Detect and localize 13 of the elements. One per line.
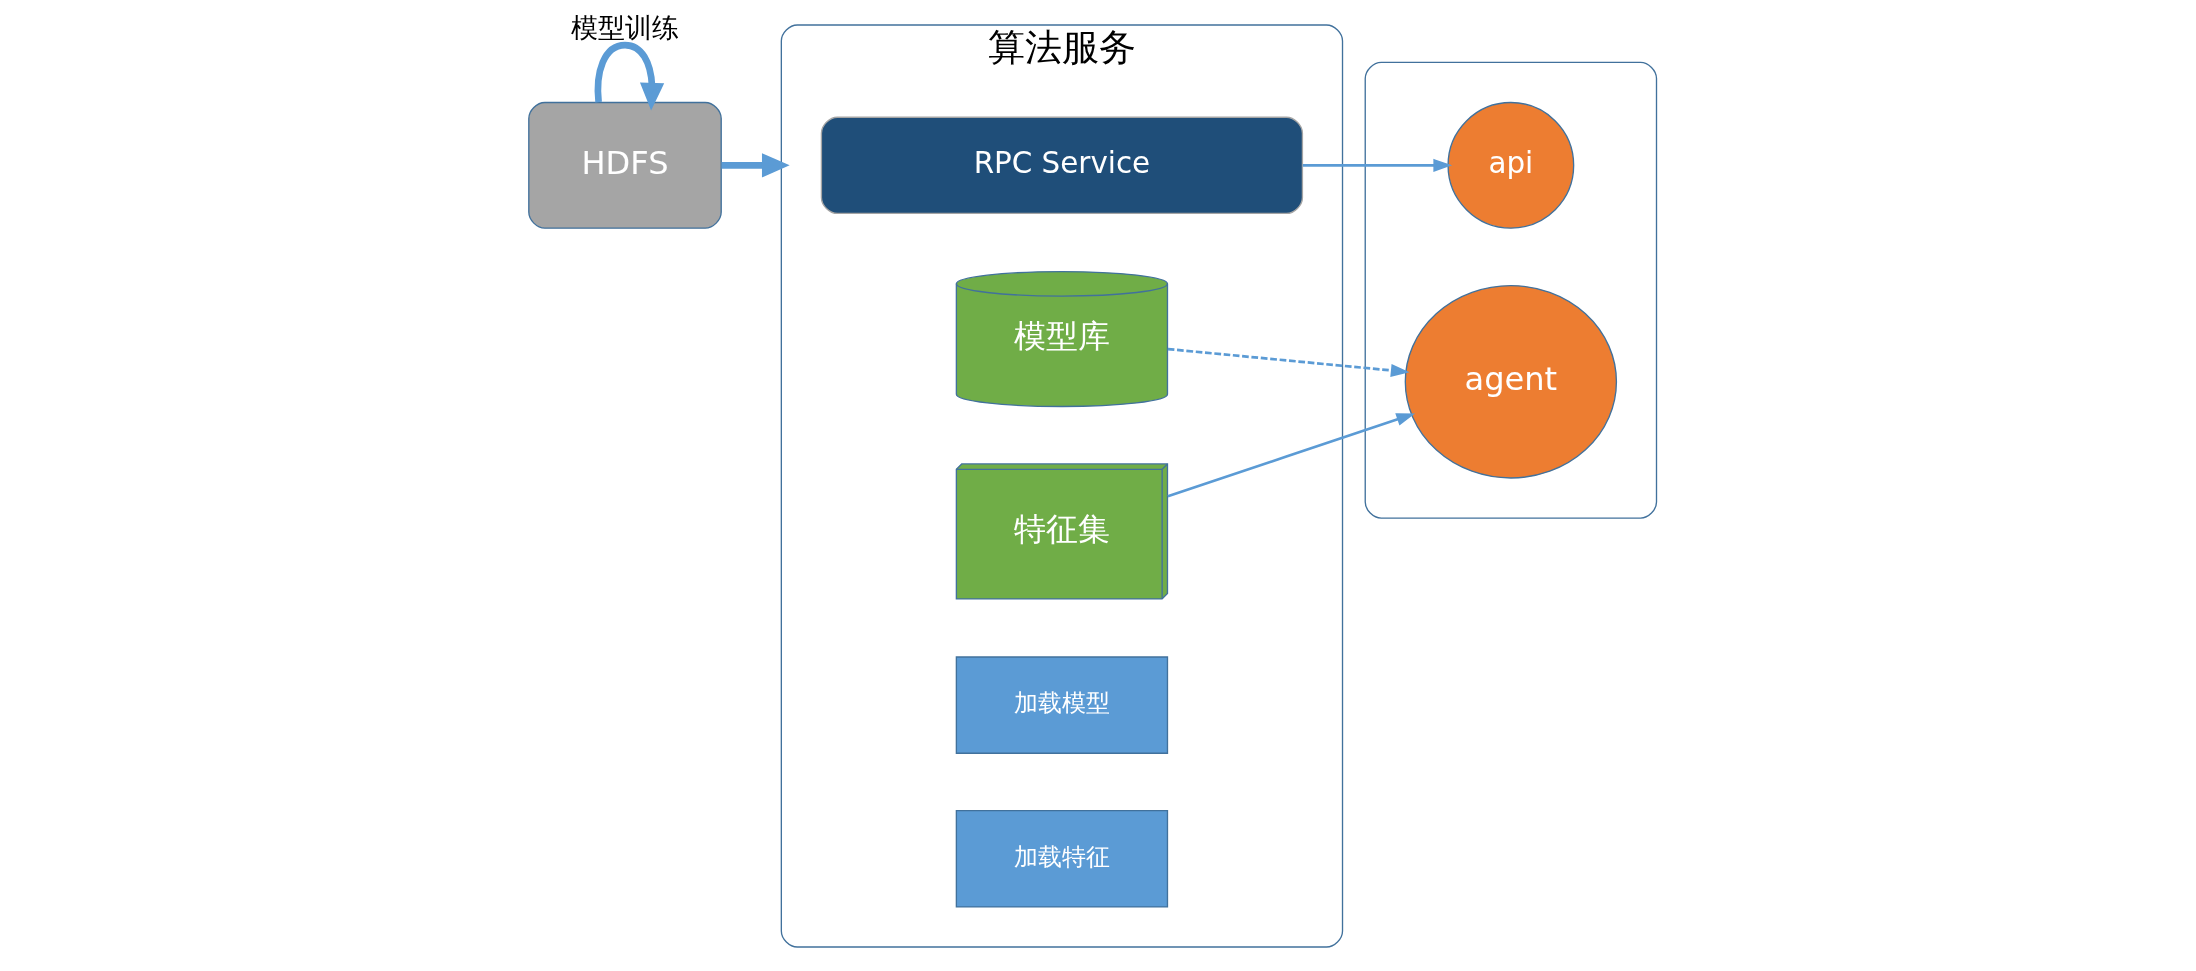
cluster <box>1364 61 1658 519</box>
node-box: RPC Service <box>820 116 1304 214</box>
node-box: HDFS <box>528 101 722 229</box>
arrow <box>1167 412 1416 498</box>
edge-label: 模型训练 <box>571 11 680 43</box>
arrow <box>594 41 665 111</box>
node-box: 加载模型 <box>955 655 1169 754</box>
arrow <box>1302 158 1453 172</box>
node-box: 加载特征 <box>955 809 1169 908</box>
arrow <box>1167 347 1410 377</box>
arrow <box>721 152 790 177</box>
node-circle: api <box>1447 101 1575 229</box>
node-circle: agent <box>1404 284 1618 479</box>
